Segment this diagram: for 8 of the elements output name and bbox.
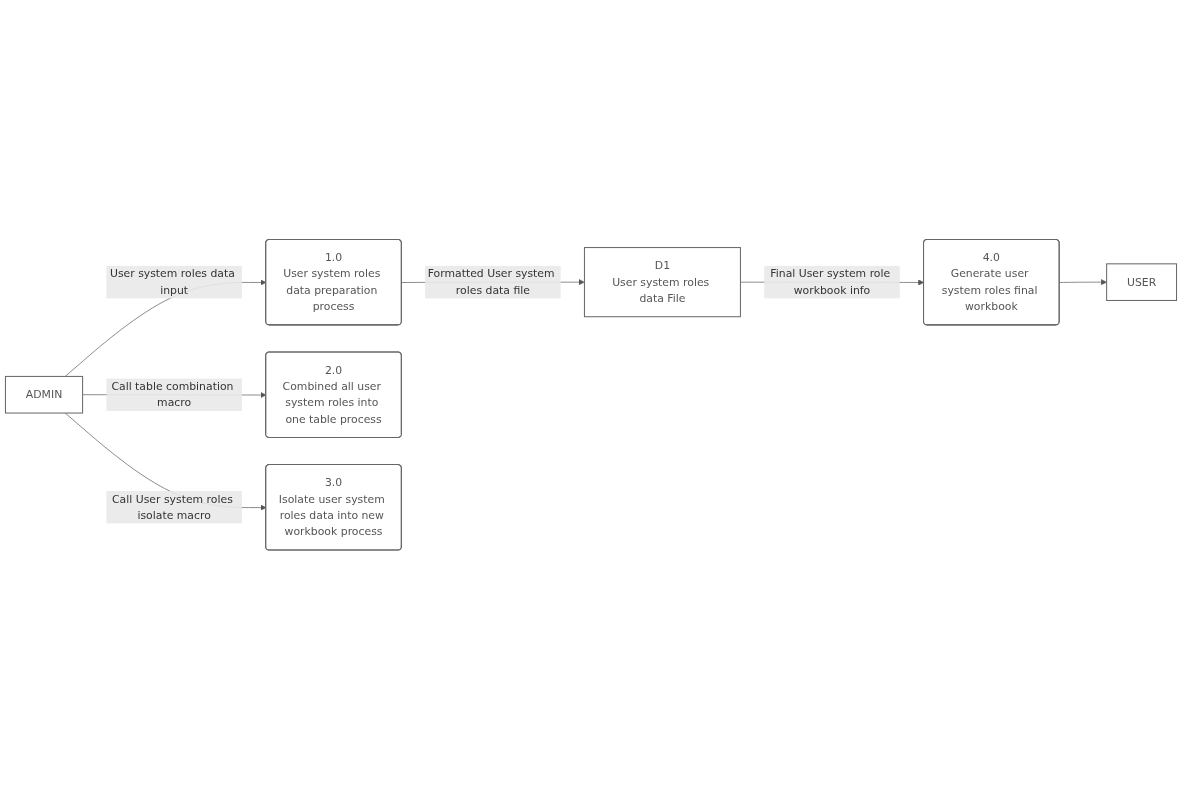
edge-label: Formatted User system roles data file [427,267,555,297]
edge-label: Call table combination macro [111,379,234,409]
edge-label: Final User system role workbook info [770,267,891,297]
node-box: ADMIN [4,375,84,414]
edge-label: Call User system roles isolate macro [112,492,233,522]
node-box: USER [1106,263,1178,301]
node-box: D1 User system roles data File [583,246,741,317]
edge-label: User system roles data input [109,267,235,297]
